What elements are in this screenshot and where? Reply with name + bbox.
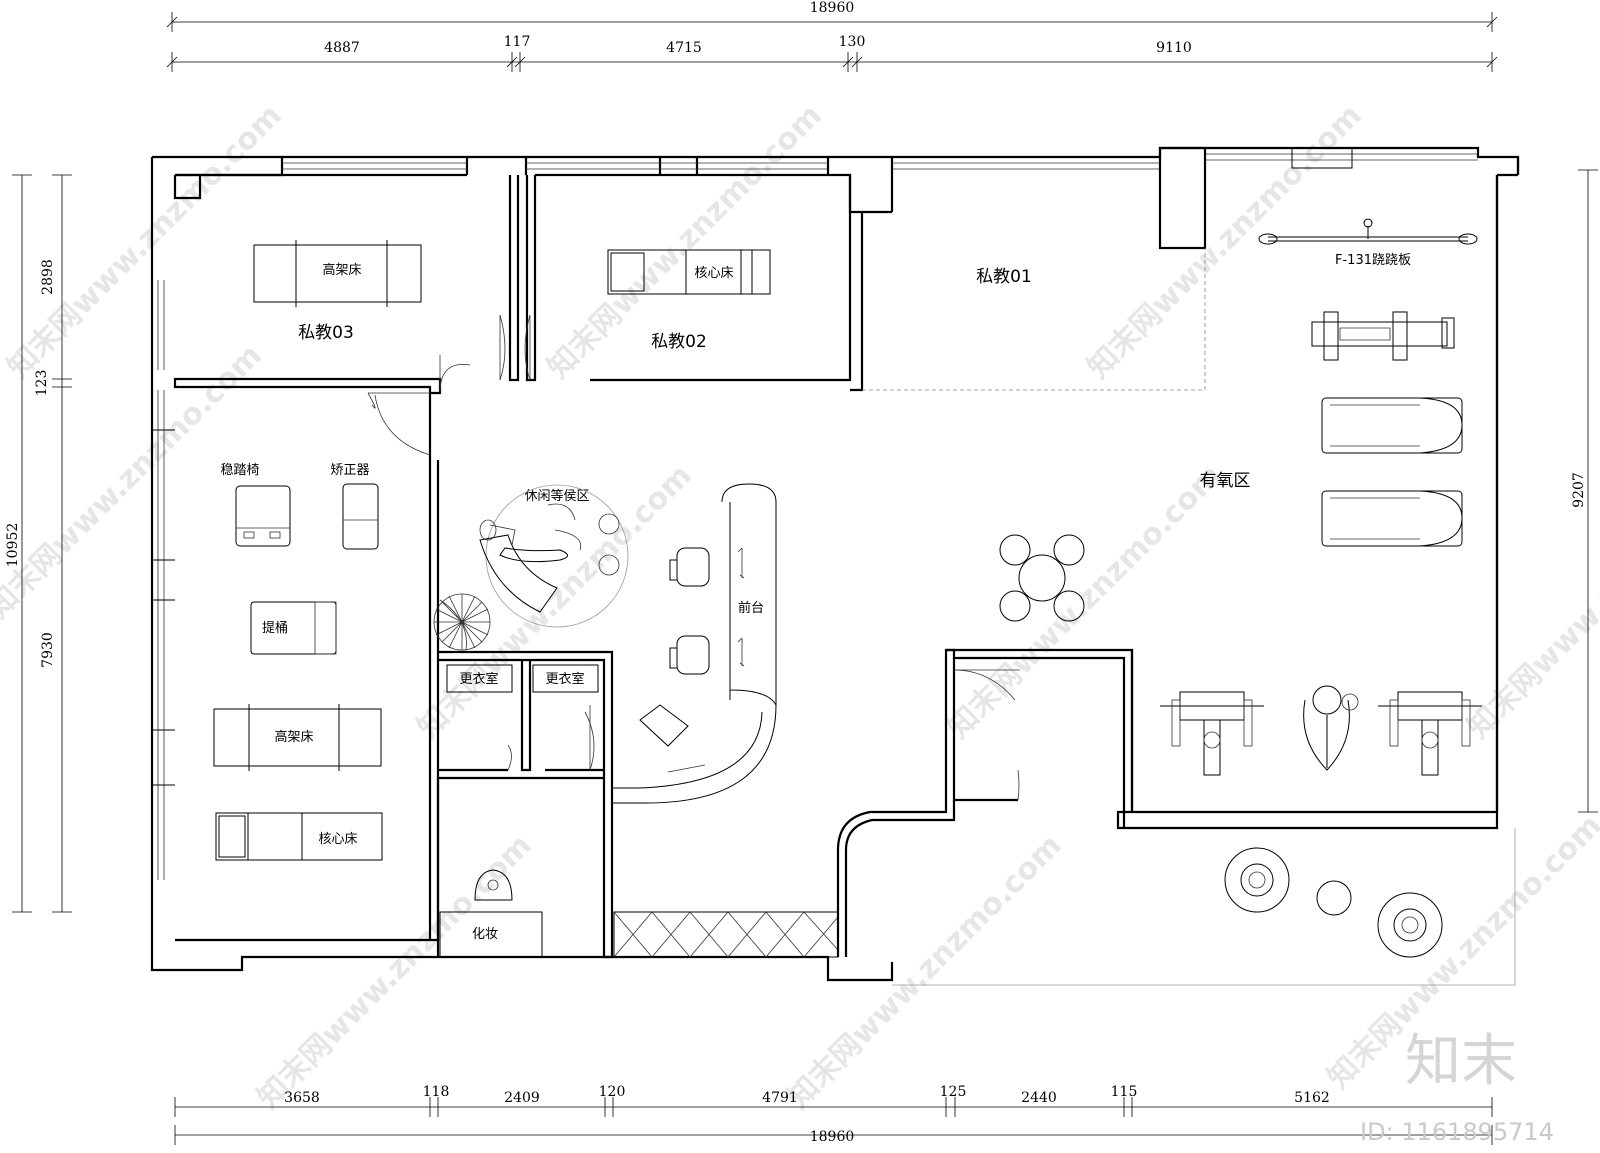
dim-bottom-segment: 125 (940, 1084, 967, 1100)
stable-chair-icon (235, 485, 291, 547)
dim-bottom-segment: 5162 (1294, 1090, 1330, 1106)
room-label-changing-room: 更衣室 (545, 671, 584, 687)
dim-top-segment: 9110 (1156, 40, 1192, 56)
dim-top-total: 18960 (810, 0, 855, 16)
top-dimensions: 18960 4887 117 4715 130 9110 (166, 0, 1498, 72)
equipment-label-high-bed: 高架床 (322, 262, 361, 278)
room-label-private-03: 私教03 (298, 323, 354, 343)
seesaw-icon: F-131跷跷板 (1258, 218, 1478, 268)
watermark-text: 知末网www.znzmo.com (781, 828, 1069, 1116)
right-dimensions: 9207 (1571, 169, 1598, 813)
interior-walls (173, 146, 1516, 986)
dim-bottom-total: 18960 (810, 1129, 855, 1145)
dim-left-segment: 7930 (40, 632, 56, 668)
watermark-layer: 知末网www.znzmo.com 知末网www.znzmo.com 知末网www… (0, 98, 1600, 1116)
equipment-label-high-bed: 高架床 (274, 729, 313, 745)
dim-top-segment: 4887 (324, 40, 360, 56)
waiting-area-furniture (433, 484, 629, 651)
watermark-text: 知末网www.znzmo.com (941, 458, 1229, 746)
high-bed-icon: 高架床 (253, 240, 422, 307)
room-label-cardio-zone: 有氧区 (1200, 471, 1251, 491)
left-dimensions: 10952 2898 123 7930 (5, 174, 72, 913)
weight-machine-icon (1311, 311, 1455, 361)
room-label-reception: 前台 (738, 600, 764, 616)
room-label-private-02: 私教02 (651, 332, 707, 352)
equipment-label-core-bed: 核心床 (318, 832, 357, 847)
outdoor-furniture (1224, 847, 1443, 958)
dim-bottom-segment: 2409 (504, 1090, 540, 1106)
treadmill-icon (1321, 397, 1463, 454)
equipment-label-corrector: 矫正器 (330, 463, 369, 478)
dim-bottom-segment: 2440 (1021, 1090, 1057, 1106)
dim-bottom-segment: 3658 (284, 1090, 320, 1106)
bucket-icon: 提桶 (250, 601, 337, 655)
dim-right-total: 9207 (1571, 472, 1587, 508)
treadmill-icon (1321, 490, 1463, 547)
corrector-icon (342, 483, 379, 550)
dim-top-segment: 117 (504, 34, 531, 50)
core-bed-icon: 核心床 (607, 249, 771, 295)
dim-top-segment: 130 (839, 34, 866, 50)
dim-bottom-segment: 120 (599, 1084, 626, 1100)
doors (367, 314, 1020, 801)
room-label-waiting-area: 休闲等侯区 (524, 488, 589, 504)
room-label-makeup: 化妆 (472, 927, 498, 942)
core-bed-icon: 核心床 (215, 812, 383, 861)
dim-top-segment: 4715 (666, 40, 702, 56)
dim-bottom-segment: 115 (1111, 1084, 1138, 1100)
makeup-chair-icon (474, 869, 513, 901)
strength-machine-icon (1378, 691, 1482, 776)
reception-desk (612, 483, 777, 804)
dim-left-total: 10952 (5, 523, 21, 568)
dim-bottom-segment: 118 (423, 1084, 450, 1100)
high-bed-icon: 高架床 (213, 704, 382, 771)
strength-machine-icon (1160, 691, 1264, 776)
room-label-private-01: 私教01 (976, 267, 1032, 287)
brand-watermark: 知末 (1405, 1029, 1517, 1094)
dim-left-segment: 123 (34, 370, 50, 397)
equipment-label-core-bed: 核心床 (694, 266, 733, 281)
room-label-changing-room: 更衣室 (459, 671, 498, 687)
table-chairs-icon (999, 534, 1085, 622)
watermark-text: 知末网www.znzmo.com (1081, 98, 1369, 386)
image-id-watermark: ID: 1161895714 (1360, 1118, 1554, 1146)
dim-left-segment: 2898 (40, 259, 56, 295)
watermark-text: 知末网www.znzmo.com (251, 828, 539, 1116)
equipment-label-stable-chair: 稳踏椅 (220, 462, 259, 478)
equipment-label-seesaw: F-131跷跷板 (1335, 252, 1411, 268)
dim-bottom-segment: 4791 (762, 1090, 798, 1106)
bottom-dimensions: 3658 118 2409 120 4791 125 2440 115 5162… (174, 1084, 1493, 1145)
equipment-label-bucket: 提桶 (262, 620, 288, 636)
seated-machine-icon (1303, 685, 1359, 771)
